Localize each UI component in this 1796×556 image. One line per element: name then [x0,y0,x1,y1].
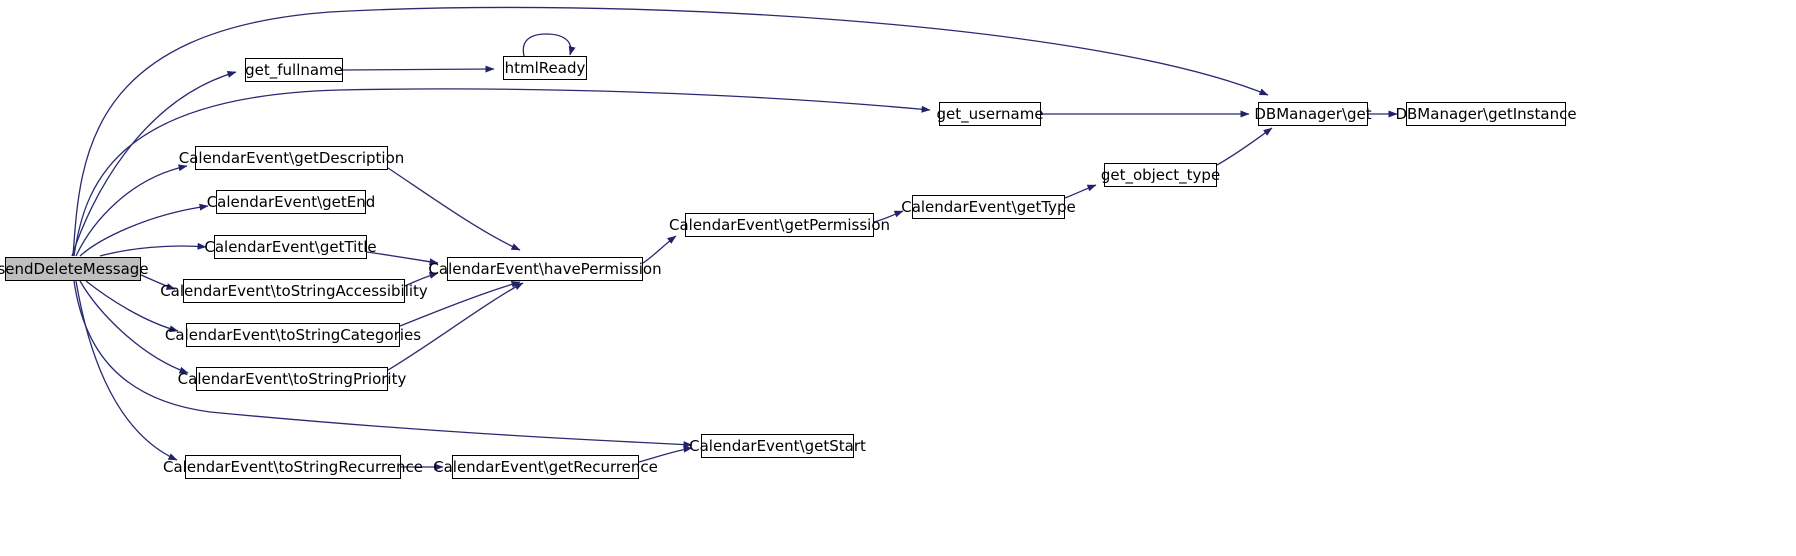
edge-get_fullname-htmlReady [342,65,495,73]
graph-node-label: DBManager\getInstance [1395,104,1577,123]
edge-sendDeleteMessage-getStart [73,280,693,449]
edge-getTitle-havePermission [366,251,439,266]
edge-sendDeleteMessage-toStringRecurrence [75,280,178,461]
graph-node-getEnd[interactable]: CalendarEvent\getEnd [207,190,375,214]
edge-toStringAccessibility-havePermission [404,272,439,287]
graph-node-label: CalendarEvent\getRecurrence [433,457,658,476]
edge-getDescription-havePermission [387,167,521,251]
graph-node-label: sendDeleteMessage [0,259,149,278]
edge-sendDeleteMessage-toStringPriority [79,280,189,374]
graph-node-toStringPriority[interactable]: CalendarEvent\toStringPriority [178,367,406,391]
graph-node-toStringRecurrence[interactable]: CalendarEvent\toStringRecurrence [163,455,423,479]
graph-node-getStart[interactable]: CalendarEvent\getStart [689,434,866,458]
graph-node-get_fullname[interactable]: get_fullname [245,58,343,82]
edge-sendDeleteMessage-toStringAccessibility [140,274,176,290]
graph-node-htmlReady[interactable]: htmlReady [503,56,587,80]
graph-node-label: CalendarEvent\havePermission [428,259,662,278]
graph-node-label: htmlReady [504,58,586,77]
edge-sendDeleteMessage-getDescription [75,164,188,257]
graph-node-getType[interactable]: CalendarEvent\getType [901,195,1076,219]
edge-sendDeleteMessage-getEnd [79,203,209,257]
graph-node-label: DBManager\get [1254,104,1372,123]
graph-node-label: CalendarEvent\getType [901,197,1076,216]
graph-node-getDescription[interactable]: CalendarEvent\getDescription [179,146,404,170]
graph-node-get_username[interactable]: get_username [936,102,1044,126]
edge-htmlReady-self [522,33,576,57]
edge-getRecurrence-getStart [638,445,693,463]
edge-sendDeleteMessage-get_fullname [71,71,237,257]
edge-toStringCategories-havePermission [399,280,521,327]
graph-node-DBManager_getInstance[interactable]: DBManager\getInstance [1395,102,1577,126]
graph-node-DBManager_get[interactable]: DBManager\get [1254,102,1372,126]
edge-sendDeleteMessage-get_username [73,88,931,257]
graph-node-toStringAccessibility[interactable]: CalendarEvent\toStringAccessibility [160,279,428,303]
edge-getType-get_object_type [1064,184,1097,199]
graph-node-label: CalendarEvent\toStringCategories [164,325,422,344]
graph-node-getPermission[interactable]: CalendarEvent\getPermission [669,213,890,237]
graph-node-toStringCategories[interactable]: CalendarEvent\toStringCategories [165,323,421,347]
graph-node-label: get_username [936,104,1044,123]
graph-node-label: CalendarEvent\getDescription [178,148,405,167]
graph-node-label: get_fullname [245,60,343,79]
edge-havePermission-getPermission [642,235,677,264]
edge-get_object_type-DBManager-get [1216,127,1273,166]
graph-node-label: get_object_type [1100,165,1221,184]
graph-node-label: CalendarEvent\toStringPriority [177,369,407,388]
graph-node-sendDeleteMessage[interactable]: sendDeleteMessage [0,257,149,281]
edge-sendDeleteMessage-getTitle [99,242,207,257]
edge-sendDeleteMessage-DBManager-get [72,6,1269,257]
graph-node-label: CalendarEvent\getPermission [669,215,891,234]
edge-getPermission-getType [873,210,904,223]
graph-node-label: CalendarEvent\getTitle [204,237,377,256]
edge-sendDeleteMessage-toStringCategories [85,280,179,333]
graph-node-label: CalendarEvent\toStringRecurrence [163,457,423,476]
graph-node-havePermission[interactable]: CalendarEvent\havePermission [428,257,662,281]
graph-node-getTitle[interactable]: CalendarEvent\getTitle [204,235,377,259]
graph-node-get_object_type[interactable]: get_object_type [1100,163,1221,187]
graph-node-label: CalendarEvent\toStringAccessibility [160,281,428,300]
graph-node-label: CalendarEvent\getStart [689,436,866,455]
graph-node-getRecurrence[interactable]: CalendarEvent\getRecurrence [433,455,658,479]
graph-node-label: CalendarEvent\getEnd [206,192,376,211]
edge-toStringPriority-havePermission [387,282,524,371]
